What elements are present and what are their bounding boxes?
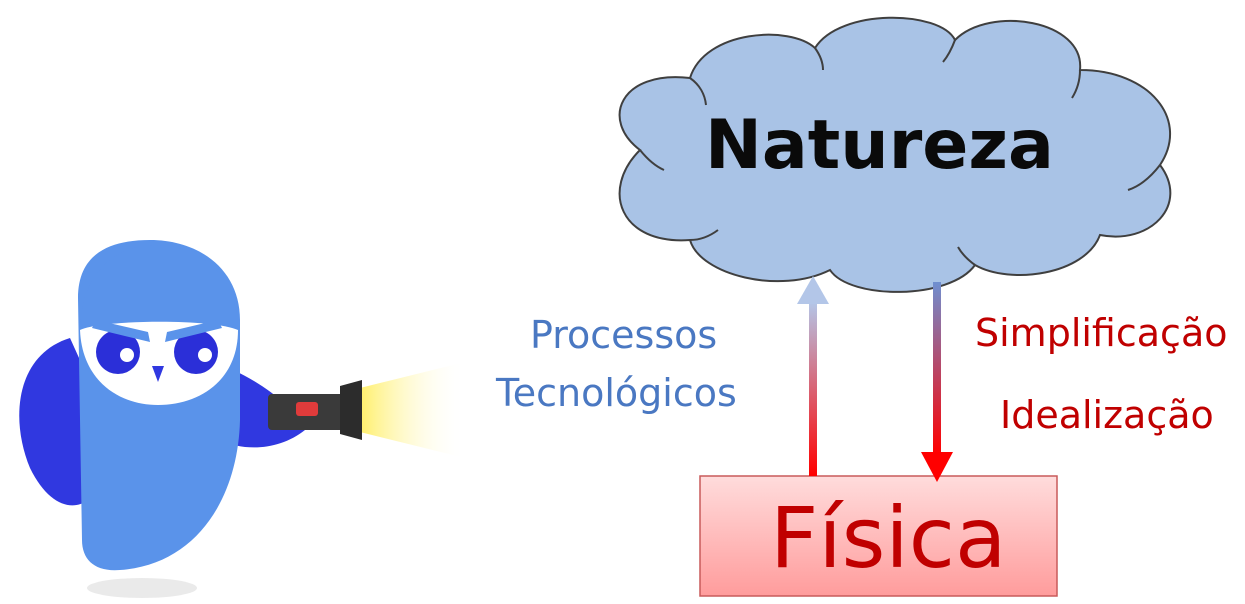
arrow-up-tecnologia: [797, 276, 829, 476]
processos-label: Processos: [530, 313, 718, 357]
arrow-down-simplificacao: [921, 282, 953, 482]
simplificacao-label: Simplificação: [975, 311, 1228, 355]
owl-with-flashlight-icon: [19, 240, 465, 598]
fisica-label: Física: [770, 489, 1007, 587]
tecnologicos-label: Tecnológicos: [496, 371, 737, 415]
fisica-box: [699, 475, 1058, 597]
cloud-inner-folds: [639, 39, 1161, 266]
natureza-cloud: [618, 16, 1172, 293]
natureza-label: Natureza: [705, 106, 1054, 185]
idealizacao-label: Idealização: [1000, 393, 1214, 437]
